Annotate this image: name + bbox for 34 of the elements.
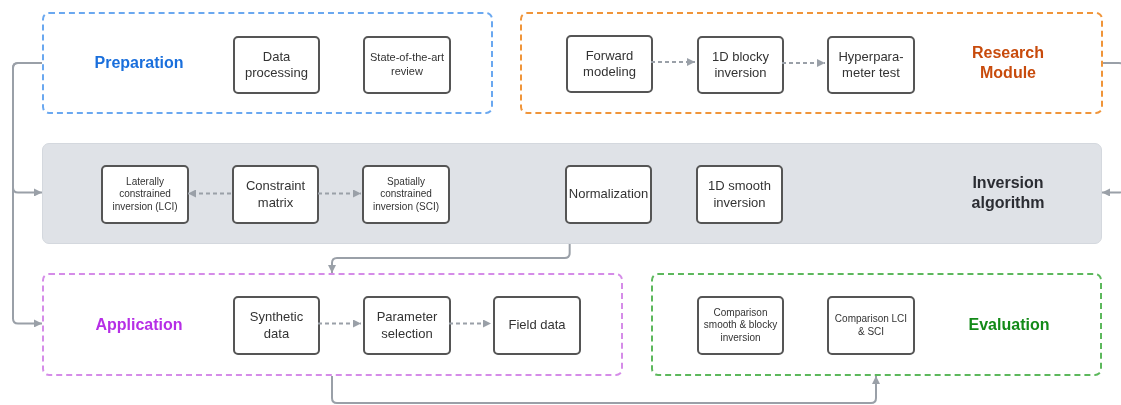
arrow [187, 189, 232, 198]
process-box: 1D blocky inversion [697, 36, 784, 94]
process-box: Synthetic data [233, 296, 320, 355]
process-box: State-of-the-art review [363, 36, 451, 94]
group-title: Inversion algorithm [970, 172, 1046, 213]
arrow [781, 59, 826, 67]
process-box: Comparison smooth & blocky inversion [697, 296, 784, 355]
process-box: Constraint matrix [232, 165, 319, 224]
arrow [650, 58, 696, 66]
dashed-group-frame [42, 12, 493, 114]
arrow [317, 319, 362, 328]
dashed-group-frame [42, 273, 623, 376]
process-box: Forward modeling [566, 35, 653, 93]
arrow [331, 375, 880, 404]
group-title: Evaluation [967, 314, 1051, 335]
process-box: Hyperpara-meter test [827, 36, 915, 94]
group-title: Research Module [970, 43, 1045, 83]
group-band [42, 143, 1102, 244]
process-box: Data processing [233, 36, 320, 94]
process-box: 1D smooth inversion [696, 165, 783, 224]
dashed-group-frame [520, 12, 1103, 114]
process-box: Spatially constrained inversion (SCI) [362, 165, 450, 224]
arrow [317, 189, 362, 198]
process-box: Comparison LCI & SCI [827, 296, 915, 355]
process-box: Laterally constrained inversion (LCI) [101, 165, 189, 224]
arrow [12, 62, 43, 328]
dashed-group-frame [651, 273, 1102, 376]
group-title: Preparation [93, 53, 185, 73]
arrow [448, 319, 492, 328]
process-box: Parameter selection [363, 296, 451, 355]
arrow [1101, 62, 1121, 197]
process-box: Normalization [565, 165, 652, 224]
group-title: Application [94, 314, 184, 335]
process-box: Field data [493, 296, 581, 355]
